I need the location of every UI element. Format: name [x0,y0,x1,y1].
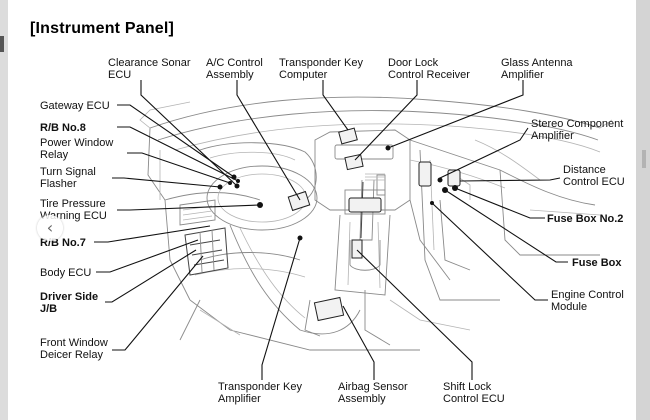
label-body-ecu: Body ECU [40,267,91,279]
label-front-window-deicer-relay: Front Window Deicer Relay [40,337,111,361]
leader-lines [94,80,568,380]
ac-control-assembly-part [287,190,311,212]
label-fuse-box-no2: Fuse Box No.2 [547,213,623,225]
label-airbag-sensor-assembly: Airbag Sensor Assembly [338,381,411,405]
label-transponder-key-computer: Transponder Key Computer [279,57,366,81]
distance-control-ecu-part [447,169,461,187]
connector-dots [217,145,458,241]
label-rb-no8: R/B No.8 [40,122,86,134]
stereo-component-amplifier-part [418,161,432,187]
label-stereo-component-amplifier: Stereo Component Amplifier [531,118,626,142]
component-parts [287,127,461,322]
label-turn-signal-flasher: Turn Signal Flasher [40,166,99,190]
label-distance-control-ecu: Distance Control ECU [563,164,625,188]
page-title: [Instrument Panel] [30,20,175,37]
airbag-sensor-part [313,296,345,322]
previous-page-button[interactable]: ‹ [37,215,63,241]
labels: Clearance Sonar ECU A/C Control Assembly… [40,57,627,405]
shift-lock-part [351,239,363,259]
label-power-window-relay: Power Window Relay [40,137,116,161]
scrollbar-thumb[interactable] [642,150,646,168]
left-page-edge [0,0,8,420]
label-gateway-ecu: Gateway ECU [40,100,110,112]
label-engine-control-module: Engine Control Module [551,289,627,313]
label-ac-control-assembly: A/C Control Assembly [206,57,266,81]
transponder-key-computer-part [338,127,358,145]
label-door-lock-control-receiver: Door Lock Control Receiver [388,57,470,81]
scrollbar-track[interactable] [636,0,650,420]
label-fuse-box: Fuse Box [572,257,622,269]
dashboard-drawing [139,96,613,351]
label-glass-antenna-amplifier: Glass Antenna Amplifier [501,57,576,81]
label-shift-lock-control-ecu: Shift Lock Control ECU [443,381,505,405]
label-clearance-sonar-ecu: Clearance Sonar ECU [108,57,194,81]
label-transponder-key-amplifier: Transponder Key Amplifier [218,381,305,405]
chevron-left-icon[interactable]: ‹ [46,218,54,237]
door-lock-receiver-part [344,153,364,171]
page-edge-marker [0,36,4,52]
ac-panel-part [348,197,382,213]
label-driver-side-jb: Driver Side J/B [40,291,101,315]
